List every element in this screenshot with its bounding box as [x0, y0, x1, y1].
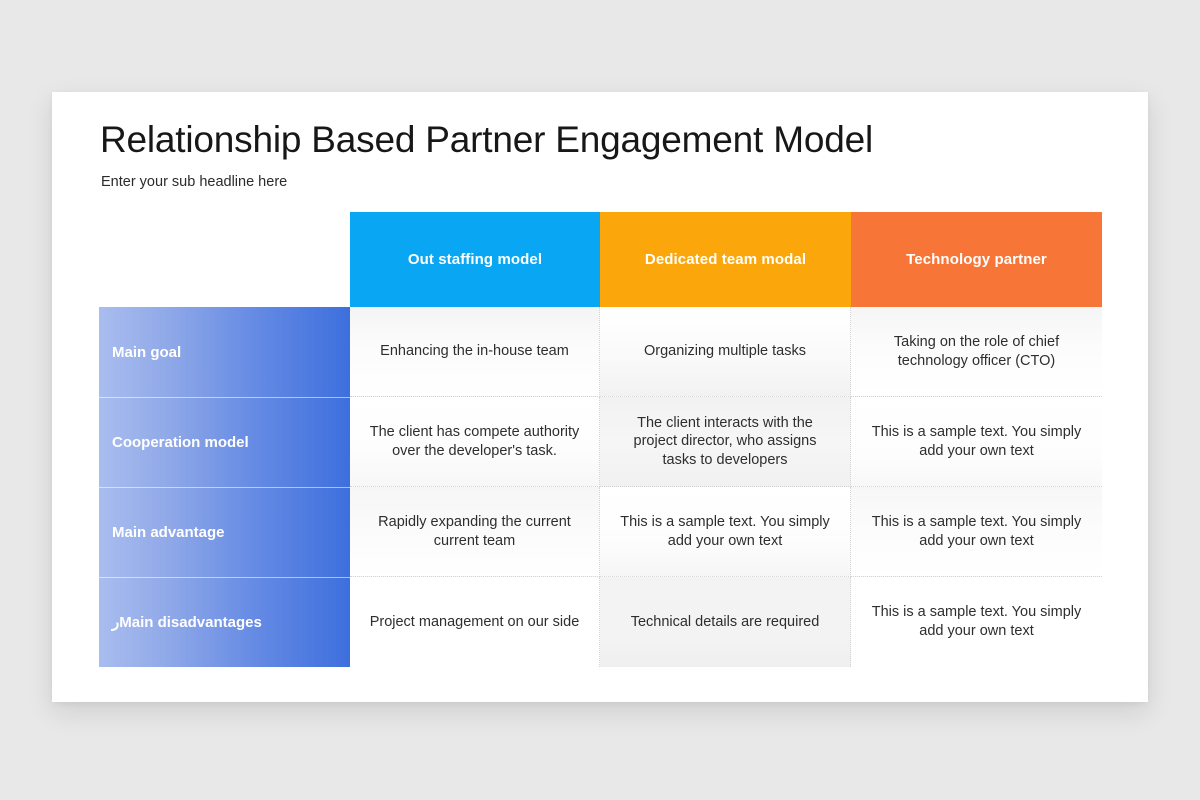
column-header-out-staffing-model[interactable]: Out staffing model: [350, 212, 600, 307]
cell-text: This is a sample text. You simply add yo…: [871, 423, 1082, 459]
column-header-dedicated-team-modal[interactable]: Dedicated team modal: [600, 212, 851, 307]
table-cell: Taking on the role of chief technology o…: [851, 307, 1102, 397]
table-cell: Enhancing the in-house team: [350, 307, 600, 397]
cell-text: The client interacts with the project di…: [633, 414, 817, 468]
row-header-cooperation-model[interactable]: Cooperation model: [99, 397, 350, 487]
cell-text: Taking on the role of chief technology o…: [893, 333, 1060, 369]
row-header-label: Main goal: [112, 343, 182, 361]
row-divider: [99, 577, 350, 578]
table-cell: This is a sample text. You simply add yo…: [600, 487, 851, 577]
matrix-corner-cell: [99, 212, 350, 307]
cell-text: Organizing multiple tasks: [644, 343, 806, 360]
table-cell: Project management on our side: [350, 577, 600, 667]
page-subtitle: Enter your sub headline here: [101, 174, 288, 190]
table-cell: Technical details are required: [600, 577, 851, 667]
row-header-main-advantage[interactable]: Main advantage: [99, 487, 350, 577]
row-header-label: Main advantage: [112, 523, 225, 541]
row-header-label: Cooperation model: [112, 433, 249, 451]
table-cell: This is a sample text. You simply add yo…: [851, 487, 1102, 577]
table-cell: Rapidly expanding the current current te…: [350, 487, 600, 577]
matrix-header-row: Out staffing model Dedicated team modal …: [99, 212, 1102, 307]
cell-text: This is a sample text. You simply add yo…: [871, 604, 1082, 639]
table-row: ﺭMain disadvantages Project management o…: [99, 577, 1102, 667]
table-row: Cooperation model The client has compete…: [99, 397, 1102, 487]
cell-text: This is a sample text. You simply add yo…: [871, 513, 1082, 549]
row-header-main-disadvantages[interactable]: ﺭMain disadvantages: [99, 577, 350, 667]
table-cell: This is a sample text. You simply add yo…: [851, 577, 1102, 667]
row-header-label: ﺭMain disadvantages: [112, 614, 262, 631]
table-cell: The client has compete authority over th…: [350, 397, 600, 487]
table-cell: The client interacts with the project di…: [600, 397, 851, 487]
table-row: Main goal Enhancing the in-house team Or…: [99, 307, 1102, 397]
row-divider: [99, 397, 350, 398]
row-divider: [99, 487, 350, 488]
table-cell: This is a sample text. You simply add yo…: [851, 397, 1102, 487]
table-cell: Organizing multiple tasks: [600, 307, 851, 397]
cell-text: Project management on our side: [369, 613, 580, 630]
table-row: Main advantage Rapidly expanding the cur…: [99, 487, 1102, 577]
row-header-main-goal[interactable]: Main goal: [99, 307, 350, 397]
cell-text: Technical details are required: [630, 613, 820, 630]
presentation-slide: Relationship Based Partner Engagement Mo…: [52, 92, 1148, 702]
column-header-technology-partner[interactable]: Technology partner: [851, 212, 1102, 307]
page-title: Relationship Based Partner Engagement Mo…: [100, 119, 873, 160]
cell-text: Enhancing the in-house team: [380, 343, 569, 360]
cell-text: This is a sample text. You simply add yo…: [620, 513, 830, 549]
cell-text: Rapidly expanding the current current te…: [378, 513, 571, 549]
comparison-matrix: Out staffing model Dedicated team modal …: [99, 212, 1102, 667]
cell-text: The client has compete authority over th…: [369, 423, 580, 459]
